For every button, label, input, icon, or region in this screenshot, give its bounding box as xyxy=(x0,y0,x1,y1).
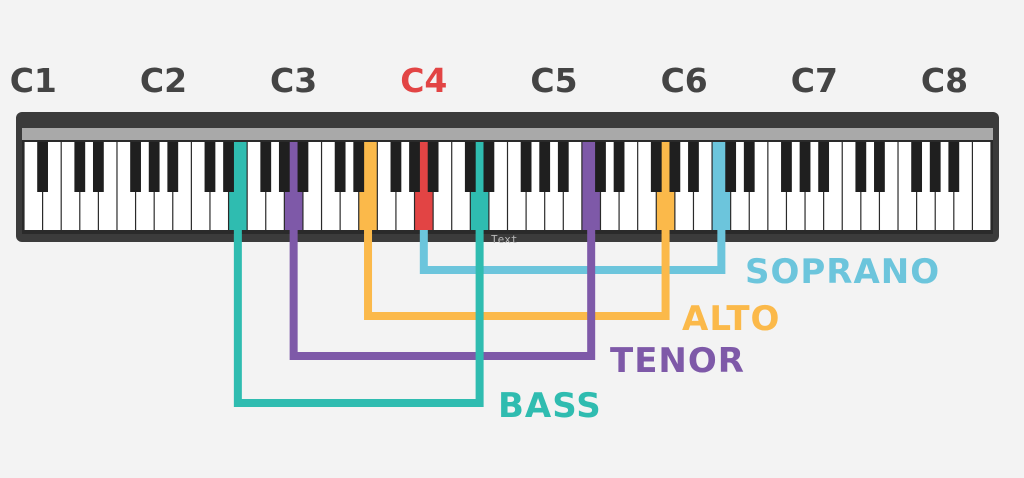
black-key xyxy=(725,142,737,192)
black-key xyxy=(650,142,662,192)
octave-labels: C1 C2 C3 C4 C5 C6 C7 C8 xyxy=(10,61,968,100)
black-key xyxy=(948,142,960,192)
voice-range-brackets xyxy=(233,230,726,407)
piano-panel xyxy=(22,128,993,140)
voice-label: BASS xyxy=(498,386,602,426)
black-key xyxy=(818,142,830,192)
black-key xyxy=(799,142,811,192)
black-key xyxy=(427,142,439,192)
black-key xyxy=(297,142,309,192)
black-key xyxy=(520,142,532,192)
black-keys xyxy=(37,142,960,192)
black-key xyxy=(37,142,48,192)
black-key xyxy=(557,142,569,192)
black-key xyxy=(595,142,606,192)
white-key xyxy=(973,142,991,230)
black-key xyxy=(92,142,104,192)
black-key xyxy=(929,142,941,192)
black-key xyxy=(483,142,495,192)
black-key xyxy=(278,142,290,192)
black-key xyxy=(353,142,365,192)
octave-label: C1 xyxy=(10,61,57,100)
black-key xyxy=(613,142,625,192)
voice-label: SOPRANO xyxy=(745,252,940,292)
octave-label: C8 xyxy=(921,61,968,100)
black-key xyxy=(669,142,681,192)
black-key xyxy=(539,142,551,192)
voice-label: ALTO xyxy=(682,299,780,339)
octave-label: C7 xyxy=(791,61,838,100)
voice-bracket xyxy=(364,230,670,320)
black-key xyxy=(204,142,216,192)
octave-label: C3 xyxy=(270,61,317,100)
piano-keyboard xyxy=(16,112,999,242)
black-key xyxy=(260,142,272,192)
black-key xyxy=(911,142,923,192)
black-key xyxy=(781,142,792,192)
octave-label: C5 xyxy=(530,61,577,100)
watermark-text: Text xyxy=(491,233,518,246)
black-key xyxy=(874,142,885,192)
octave-label: C2 xyxy=(140,61,187,100)
black-key xyxy=(223,142,234,192)
voice-bracket xyxy=(289,230,596,360)
black-key xyxy=(855,142,867,192)
black-key xyxy=(390,142,402,192)
black-key xyxy=(74,142,86,192)
black-key xyxy=(167,142,179,192)
black-key xyxy=(130,142,141,192)
voice-bracket xyxy=(233,230,484,407)
black-key xyxy=(743,142,755,192)
black-key xyxy=(148,142,160,192)
voice-label: TENOR xyxy=(610,341,745,381)
black-key xyxy=(688,142,699,192)
octave-label: C6 xyxy=(661,61,708,100)
octave-label: C4 xyxy=(400,61,447,100)
black-key xyxy=(334,142,346,192)
black-key xyxy=(409,142,420,192)
voice-bracket xyxy=(419,230,726,274)
black-key xyxy=(464,142,476,192)
